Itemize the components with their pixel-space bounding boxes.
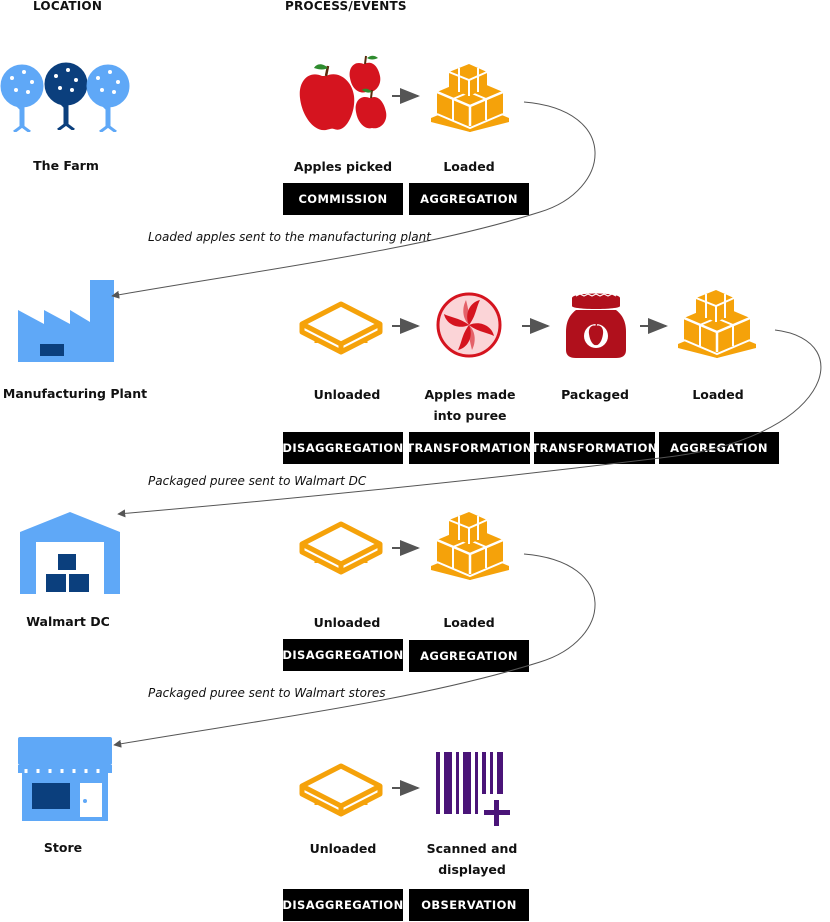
step-label-packaged: Packaged [561, 387, 629, 402]
apples-icon [299, 55, 387, 131]
store-icon [18, 737, 112, 821]
step-label-apples-picked: Apples picked [293, 159, 393, 174]
event-tag-disaggregation: DISAGGREGATION [282, 889, 403, 921]
route-curve [113, 553, 596, 748]
jar-icon [566, 293, 626, 358]
warehouse-icon [20, 512, 120, 594]
event-tag-transformation: TRANSFORMATION [406, 432, 532, 464]
step-label-apples-made-into-puree: Apples made into puree [424, 387, 516, 423]
route-label-plant-to-dc: Packaged puree sent to Walmart DC [148, 474, 367, 488]
process-events-header: PROCESS/EVENTS [285, 0, 407, 13]
apple-trees-icon [0, 61, 130, 132]
step-label-loaded: Loaded [443, 159, 495, 174]
step-label-loaded: Loaded [692, 387, 744, 402]
puree-icon [436, 292, 502, 358]
barcode-scan-icon [436, 752, 510, 826]
factory-icon [18, 280, 114, 362]
route-curve [117, 329, 822, 518]
event-tag-aggregation: AGGREGATION [409, 183, 529, 215]
route-curve [111, 101, 596, 299]
location-header: LOCATION [33, 0, 103, 13]
step-label-scanned-and-displayed: Scanned and displayed [426, 841, 518, 877]
event-tag-observation: OBSERVATION [409, 889, 529, 921]
route-label-farm-to-plant: Loaded apples sent to the manufacturing … [148, 230, 431, 244]
step-label-unloaded: Unloaded [313, 615, 381, 630]
event-tag-disaggregation: DISAGGREGATION [282, 432, 403, 464]
event-tag-transformation: TRANSFORMATION [531, 432, 657, 464]
event-tag-aggregation: AGGREGATION [409, 640, 529, 672]
location-label-store: Store [43, 840, 83, 855]
step-label-unloaded: Unloaded [309, 841, 377, 856]
route-label-dc-to-stores: Packaged puree sent to Walmart stores [148, 686, 386, 700]
event-tag-aggregation: AGGREGATION [659, 432, 779, 464]
location-label-walmart-dc: Walmart DC [26, 614, 110, 629]
event-tag-commission: COMMISSION [283, 183, 403, 215]
step-label-loaded: Loaded [443, 615, 495, 630]
step-label-unloaded: Unloaded [313, 387, 381, 402]
event-tag-disaggregation: DISAGGREGATION [282, 639, 403, 671]
location-label-farm: The Farm [33, 158, 99, 173]
location-label-manufacturing-plant: Manufacturing Plant [2, 386, 148, 401]
